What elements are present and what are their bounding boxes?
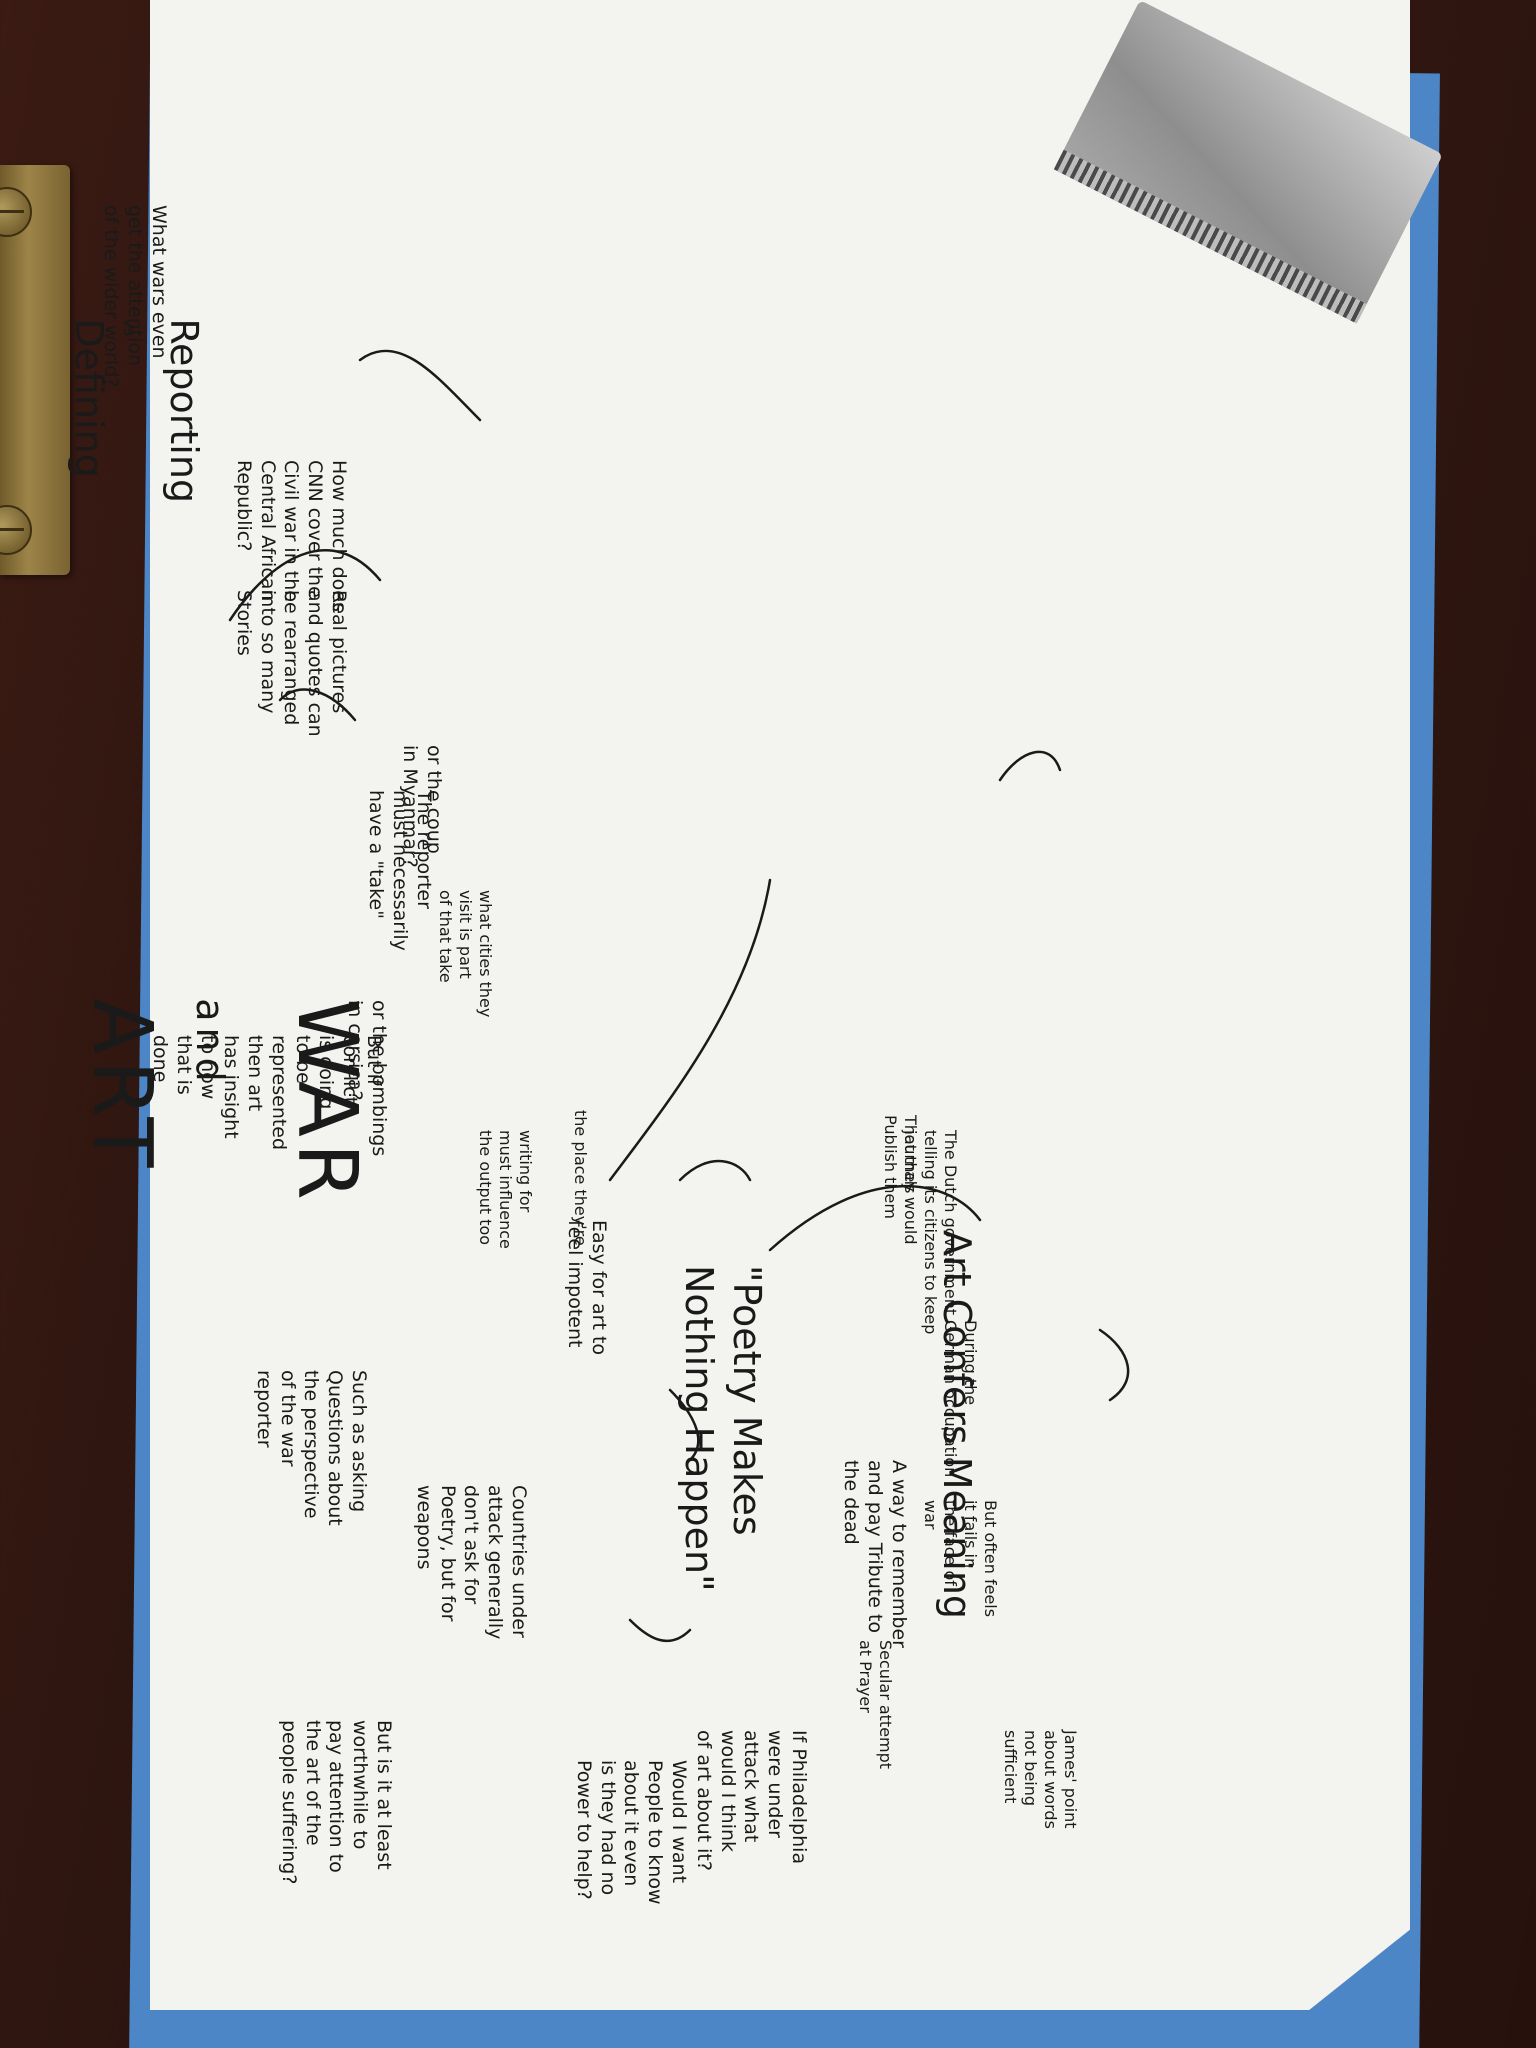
note-real-pictures: Real pictures and quotes can be rearrang… (233, 590, 350, 737)
note-want-people: Would I want People to know about it eve… (573, 1760, 690, 1905)
notebook-page (150, 0, 1410, 2010)
note-german-occupation: During the German occupation (941, 1320, 980, 1478)
note-way-to-remember: A way to remember and pay Tribute to the… (840, 1460, 911, 1648)
note-what-wars: What wars even get the attention of the … (100, 205, 171, 388)
note-worthwhile: But is it at least worthwhile to pay att… (278, 1720, 395, 1885)
note-james-point: James' point about words not being suffi… (1001, 1730, 1080, 1829)
note-what-cities: what cities they visit is part of that t… (436, 890, 495, 1018)
note-place-writing: writing for must influence the output to… (476, 1130, 535, 1249)
note-philadelphia: If Philadelphia were under attack what w… (693, 1730, 810, 1871)
note-often-feels: But often feels it fails in the face of … (921, 1500, 1000, 1618)
note-reporter-take: The reporter must necessarily have a "ta… (365, 790, 436, 951)
note-questions-perspective: Such as asking Questions about the persp… (253, 1370, 370, 1526)
door-hinge (0, 165, 70, 575)
handwritten-notes: WAR and ART Reporting vs Defining What w… (68, 0, 1410, 2010)
note-publish-them: That they would Publish them (881, 1115, 920, 1245)
heading-poetry-makes-nothing-happen: "Poetry Makes Nothing Happen" (677, 1265, 770, 1592)
note-easy-impotent: Easy for art to feel impotent (564, 1220, 610, 1356)
note-countries-under-attack: Countries under attack generally don't a… (413, 1485, 530, 1640)
hinge-screw (0, 505, 32, 555)
hinge-screw (0, 187, 32, 237)
note-secular-prayer: Secular attempt at Prayer (856, 1640, 895, 1770)
note-conflict-insight: But if conflict is going to be represent… (149, 1035, 385, 1151)
